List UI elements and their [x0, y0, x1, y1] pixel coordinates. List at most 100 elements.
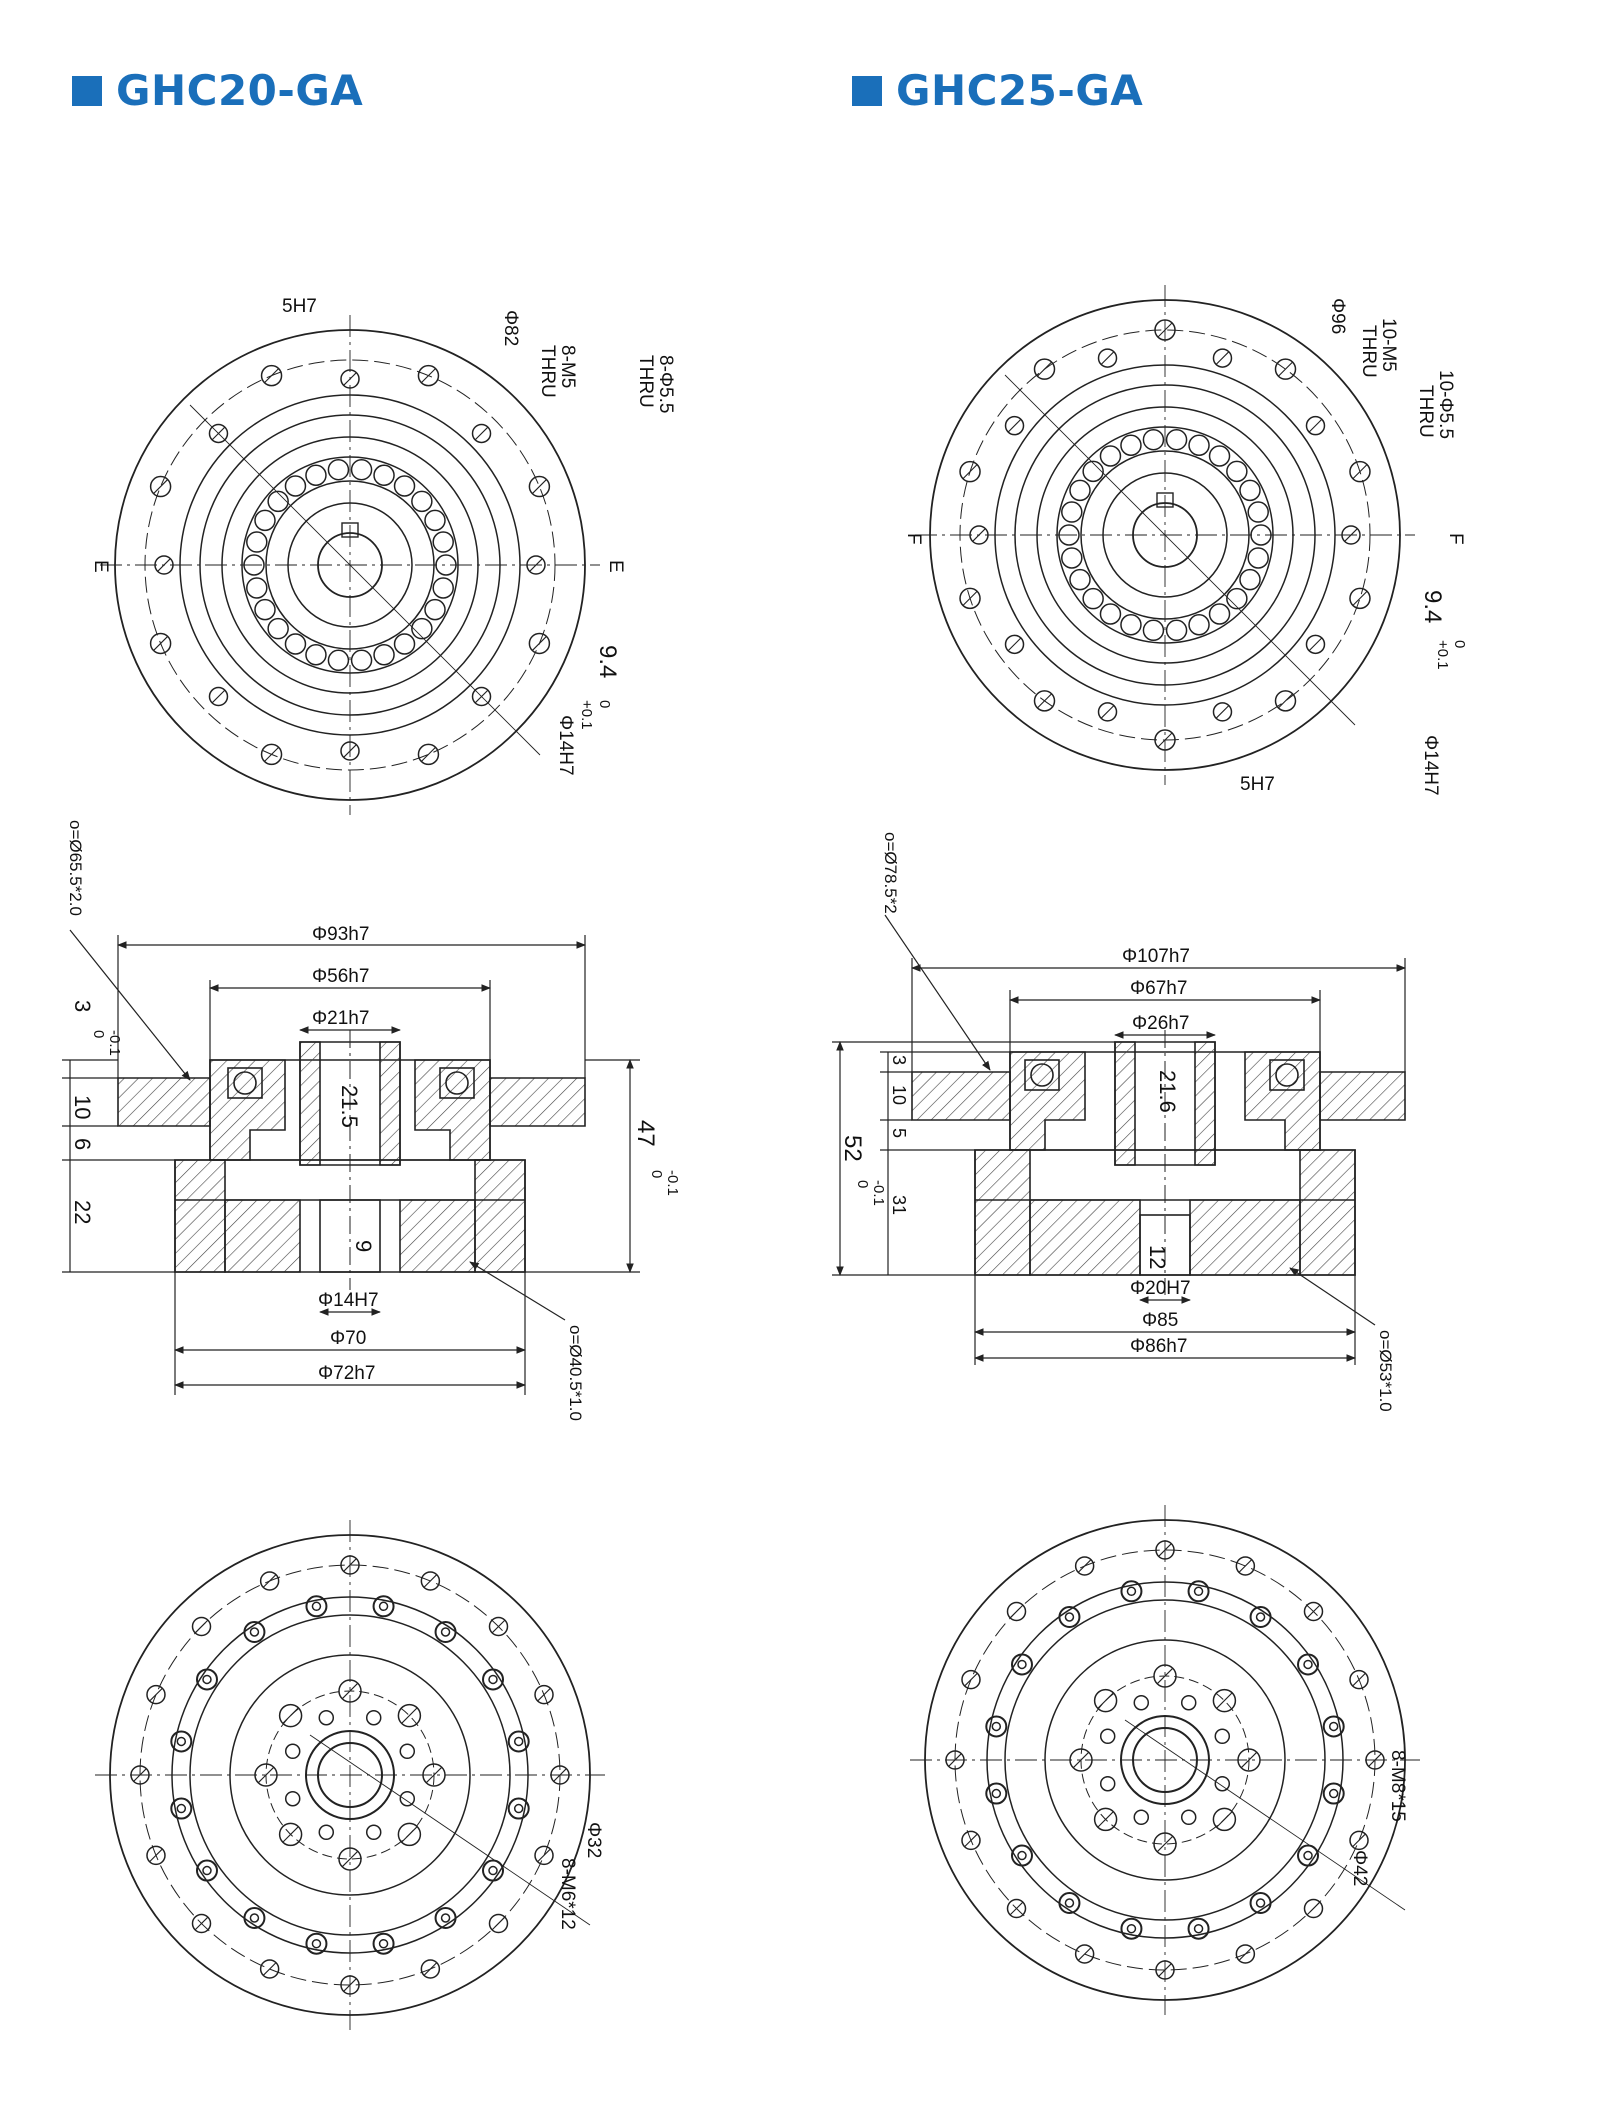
- diameter-72-label: Φ72h7: [318, 1363, 375, 1384]
- hub-length-label: 21.6: [1155, 1070, 1180, 1113]
- ring-hole-inner: [1193, 1923, 1204, 1934]
- hub-right: [1194, 1041, 1216, 1166]
- thru-hole: [1274, 358, 1297, 380]
- ring-hole: [372, 1595, 395, 1618]
- bearing-roller: [350, 458, 373, 481]
- tapped-hole: [1212, 348, 1233, 368]
- ring-hole-inner: [1303, 1850, 1313, 1861]
- bearing-roller: [393, 475, 416, 497]
- thru-hole-slash: [264, 747, 279, 762]
- output-tapped-hole-slash: [341, 1850, 359, 1868]
- outer-bolt-hole: [1349, 1830, 1369, 1851]
- ring-hole: [1297, 1653, 1320, 1676]
- flange-right: [489, 1077, 586, 1127]
- thru-holes-label: 10-Φ5.5: [1435, 370, 1456, 439]
- outer-bolt-hole: [191, 1616, 212, 1637]
- ring-hole: [434, 1620, 457, 1643]
- small-hole: [1180, 1694, 1197, 1711]
- ring-hole-inner: [311, 1938, 322, 1949]
- ring-hole-inner: [513, 1803, 524, 1814]
- outer-bolt-hole-slash: [1352, 1672, 1366, 1687]
- bearing-roller: [246, 531, 268, 553]
- ring-hole: [1120, 1917, 1143, 1940]
- thru-hole: [1274, 690, 1297, 712]
- tapped-hole: [208, 423, 229, 444]
- bearing-roller: [1208, 603, 1231, 625]
- tapped-hole-slash: [474, 426, 489, 441]
- ring-hole-inner: [1126, 1586, 1137, 1597]
- small-hole: [1180, 1809, 1197, 1826]
- ring-hole: [195, 1668, 218, 1691]
- lower-right: [1299, 1149, 1356, 1276]
- section-dims-ghc25: [832, 914, 1406, 1365]
- outer-bolt-hole: [488, 1913, 509, 1934]
- tapped-hole-slash: [1308, 418, 1323, 433]
- bearing-roller: [373, 644, 395, 666]
- ring-hole: [195, 1859, 218, 1882]
- small-hole: [1214, 1775, 1231, 1792]
- leader-line: [309, 1734, 591, 1926]
- small-hole: [1133, 1694, 1150, 1711]
- output-tapped-hole: [1212, 1688, 1237, 1713]
- bearing-left: [227, 1067, 263, 1099]
- ring-hole: [985, 1715, 1008, 1738]
- ring-hole-inner: [1017, 1850, 1027, 1861]
- small-hole: [284, 1743, 301, 1760]
- thru-hole: [959, 460, 981, 483]
- output-tapped-hole-slash: [257, 1766, 275, 1784]
- ring-hole: [1249, 1605, 1272, 1628]
- outer-bolt-hole-slash: [1009, 1901, 1024, 1916]
- outer-bolt-hole: [1303, 1898, 1324, 1919]
- key-tol-lower: 0: [596, 700, 613, 708]
- ring-hole: [243, 1907, 266, 1930]
- model-title: GHC20-GA: [116, 66, 364, 115]
- height-tol-upper: 0: [648, 1170, 665, 1178]
- bore-label: Φ20H7: [1130, 1278, 1191, 1299]
- diameter-85-label: Φ85: [1142, 1310, 1178, 1331]
- flange-tol-lower: -0.1: [106, 1030, 123, 1056]
- tapped-holes-label: 10-M5: [1378, 318, 1399, 372]
- pcd-label: Φ96: [1327, 298, 1348, 334]
- ring-hole-inner: [1064, 1612, 1075, 1622]
- outer-bolt-hole: [146, 1845, 166, 1866]
- outer-bolt-hole-slash: [423, 1962, 438, 1976]
- tapped-hole: [471, 423, 492, 444]
- outer-bolt-hole: [1006, 1898, 1027, 1919]
- outer-bolt-hole: [1074, 1944, 1095, 1964]
- outer-bolt-hole-slash: [491, 1619, 506, 1634]
- thru-hole-slash: [1037, 693, 1052, 709]
- outer-bolt-hole: [1235, 1944, 1256, 1964]
- tapped-hole: [1305, 634, 1326, 655]
- dim-5-label: 5: [889, 1128, 909, 1138]
- outer-diameter-label: Φ107h7: [1122, 946, 1190, 967]
- output-tapped-hole: [1212, 1807, 1237, 1832]
- dim-10-label: 10: [889, 1085, 909, 1105]
- bearing-roller: [1188, 434, 1210, 456]
- output-tapped-hole-slash: [341, 1682, 359, 1700]
- bearing-roller: [1226, 587, 1248, 610]
- thru-hole: [528, 475, 551, 498]
- height-tol-lower: -0.1: [870, 1180, 887, 1206]
- ring-hole: [1058, 1892, 1081, 1915]
- tapped-hole: [1305, 415, 1326, 436]
- bearing-roller: [350, 649, 373, 672]
- bearing-roller: [246, 577, 268, 599]
- bearing-left: [1024, 1059, 1060, 1091]
- ring-hole-inner: [991, 1788, 1002, 1799]
- tapped-hole: [1097, 702, 1118, 722]
- thru-holes-label: THRU: [635, 355, 656, 408]
- ring-hole-inner: [378, 1938, 389, 1949]
- rear-pcd-label: Φ32: [583, 1822, 604, 1858]
- ring-hole: [482, 1668, 505, 1691]
- outer-bolt-hole-slash: [262, 1574, 277, 1588]
- height-label: 52: [839, 1135, 866, 1162]
- thru-holes-label: THRU: [1415, 385, 1436, 438]
- bearing-roller: [267, 490, 289, 513]
- tapped-hole: [1004, 634, 1025, 655]
- thru-hole: [959, 587, 981, 610]
- tapped-holes-label: THRU: [1358, 325, 1379, 378]
- section-view-ghc25: [911, 1030, 1406, 1295]
- small-hole: [284, 1790, 301, 1807]
- tapped-hole-slash: [1007, 418, 1022, 433]
- title-marker-icon: [852, 75, 882, 106]
